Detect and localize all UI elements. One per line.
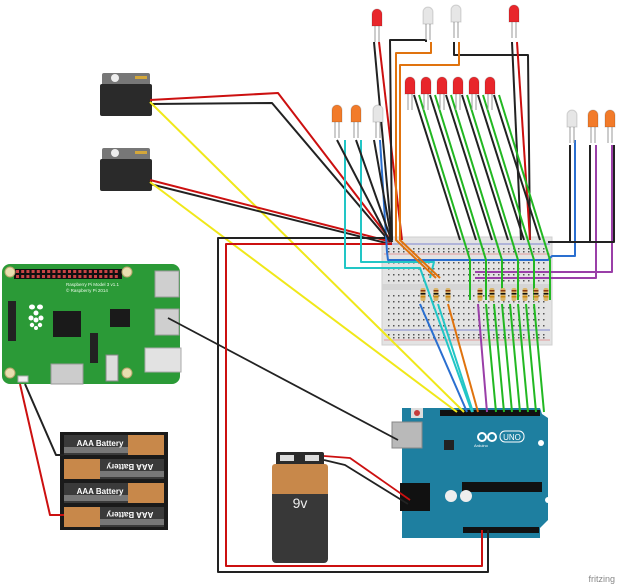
led-red bbox=[508, 4, 520, 38]
resistor bbox=[543, 288, 549, 301]
resistor bbox=[500, 288, 506, 301]
led-red bbox=[436, 76, 448, 110]
led-red bbox=[371, 8, 383, 42]
arduino-uno: UNO Arduino bbox=[391, 408, 551, 538]
raspberry-logo-icon bbox=[28, 304, 44, 330]
aaa-cell-label: AAA Battery bbox=[77, 439, 124, 448]
led-white bbox=[566, 109, 578, 143]
led-white bbox=[372, 104, 384, 138]
resistor bbox=[533, 288, 539, 301]
resistor bbox=[489, 288, 495, 301]
servo-1 bbox=[100, 73, 152, 116]
led-orange bbox=[604, 109, 616, 143]
led-orange bbox=[587, 109, 599, 143]
led-red bbox=[420, 76, 432, 110]
resistor bbox=[433, 288, 439, 301]
pi-title: Raspberry Pi Model 3 v1.1 bbox=[66, 282, 120, 287]
resistors bbox=[420, 288, 549, 301]
fritzing-watermark: fritzing bbox=[588, 574, 615, 584]
resistor bbox=[477, 288, 483, 301]
battery-9v-label: 9v bbox=[293, 495, 308, 511]
led-red bbox=[468, 76, 480, 110]
led-red bbox=[484, 76, 496, 110]
resistor bbox=[511, 288, 517, 301]
resistor bbox=[445, 288, 451, 301]
led-orange bbox=[350, 104, 362, 138]
battery-9v: 9v bbox=[272, 452, 328, 563]
led-orange bbox=[331, 104, 343, 138]
raspberry-pi: Raspberry Pi Model 3 v1.1 © Raspberry Pi… bbox=[2, 264, 182, 385]
arduino-model: UNO bbox=[503, 433, 521, 442]
aaa-cell-label: AAA Battery bbox=[106, 510, 153, 519]
leds bbox=[331, 4, 616, 143]
pi-copyright: © Raspberry Pi 2014 bbox=[66, 287, 108, 293]
resistor bbox=[522, 288, 528, 301]
arduino-logo-icon bbox=[477, 432, 497, 442]
aaa-cell-label: AAA Battery bbox=[77, 487, 124, 496]
led-white bbox=[450, 4, 462, 38]
aaa-cell-label: AAA Battery bbox=[106, 462, 153, 471]
led-red bbox=[404, 76, 416, 110]
servo-2 bbox=[100, 148, 152, 191]
resistor bbox=[420, 288, 426, 301]
led-red bbox=[452, 76, 464, 110]
gpio-header bbox=[16, 270, 118, 278]
led-white bbox=[422, 6, 434, 40]
wires bbox=[19, 39, 615, 573]
arduino-brand: Arduino bbox=[474, 443, 489, 448]
